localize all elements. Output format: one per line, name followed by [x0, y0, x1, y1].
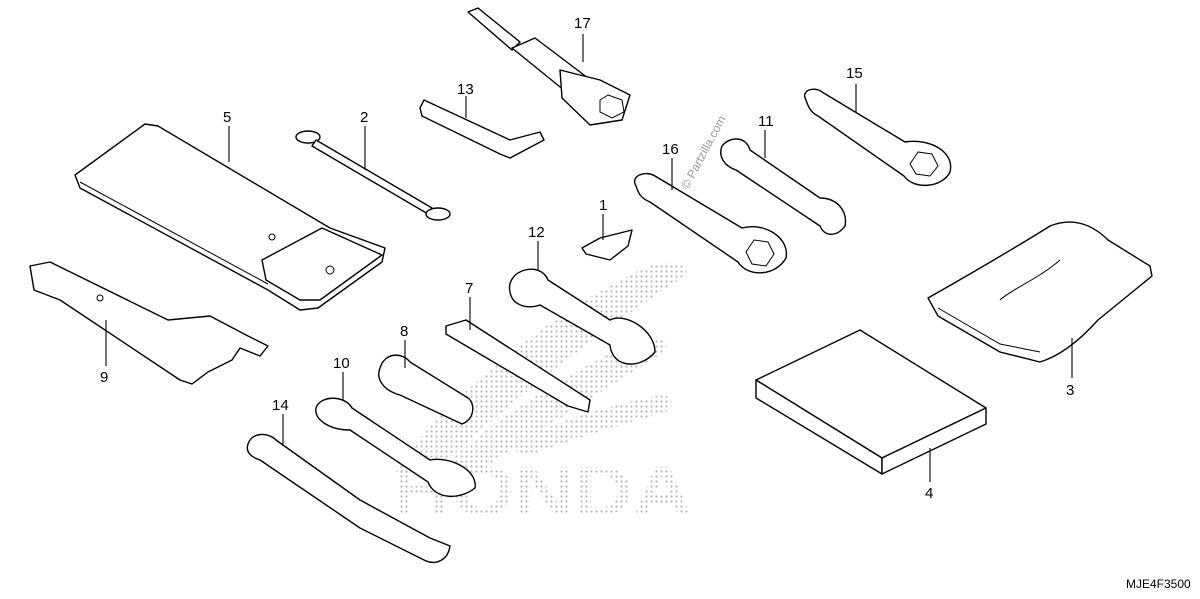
- callout-labels: 17 13 5 2 15 11 16 1 12 7 8 9 10 14 3 4: [100, 15, 1074, 502]
- combination-wrench-11: [720, 138, 847, 235]
- callout-3: 3: [1066, 382, 1074, 399]
- callout-2: 2: [360, 109, 368, 126]
- leader-lines: [105, 34, 1073, 482]
- pin-spanner-9: [29, 261, 269, 385]
- callout-11: 11: [758, 113, 774, 130]
- callout-1: 1: [599, 197, 607, 214]
- fuse-puller-1: [581, 229, 633, 261]
- ring-spanner-16: [633, 172, 788, 274]
- manual-book-4: [755, 329, 987, 475]
- callout-9: 9: [100, 369, 108, 386]
- pin-tool-2: [295, 130, 451, 221]
- open-wrench-12: [509, 268, 656, 365]
- screwdriver-7: [445, 319, 591, 413]
- manual-pouch-3: [927, 221, 1153, 363]
- diagram-code: MJE4F3500: [1126, 577, 1191, 591]
- socket-wrench-17: [467, 7, 631, 126]
- ring-spanner-15: [803, 88, 952, 186]
- extension-handle-14: [246, 433, 451, 564]
- callout-14: 14: [272, 397, 289, 414]
- callout-8: 8: [400, 323, 408, 340]
- screwdriver-handle-8: [378, 354, 474, 425]
- callout-16: 16: [662, 141, 679, 158]
- open-wrench-10: [315, 397, 476, 497]
- callout-17: 17: [574, 15, 591, 32]
- callout-4: 4: [925, 485, 933, 502]
- callout-7: 7: [465, 280, 473, 297]
- callout-15: 15: [846, 65, 863, 82]
- callout-10: 10: [333, 355, 350, 372]
- tool-bag-5: [74, 123, 386, 311]
- hex-key-13: [419, 99, 545, 159]
- callout-13: 13: [457, 81, 474, 98]
- callout-12: 12: [528, 224, 545, 241]
- callout-5: 5: [223, 109, 231, 126]
